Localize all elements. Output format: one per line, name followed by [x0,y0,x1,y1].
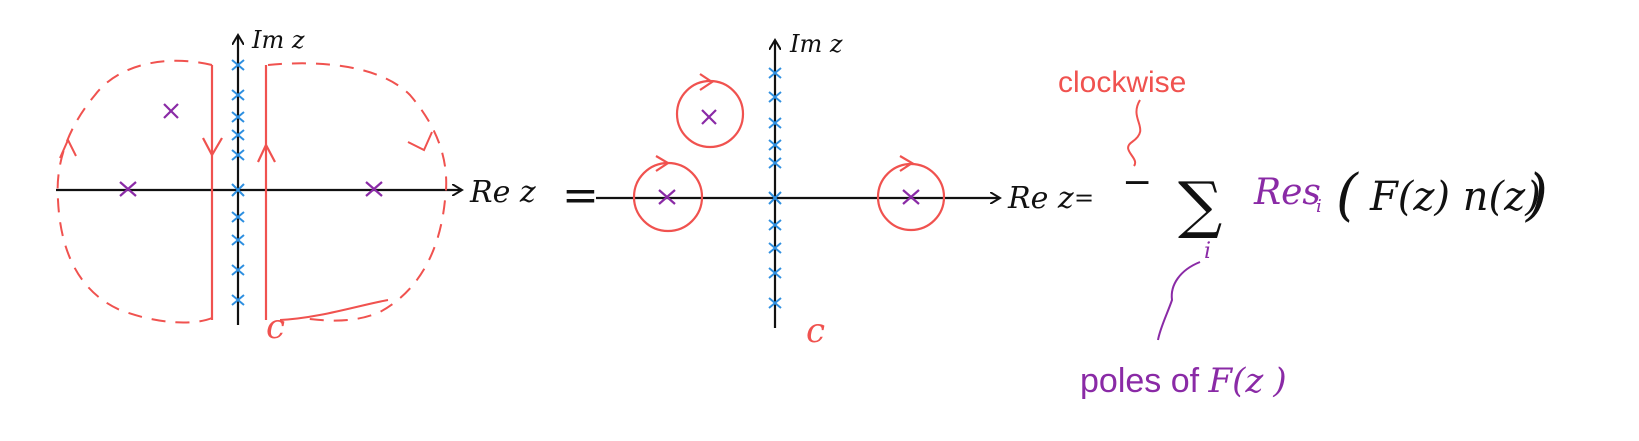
sum-symbol: ∑ [1178,168,1222,241]
middle-re-label: Re z [1007,181,1074,216]
left-dashed-big-contour [56,59,448,324]
sum-index: i [1204,239,1211,264]
f-pole-mark [902,189,920,205]
imag-pole-mark [231,294,245,306]
imag-pole-mark [231,59,245,71]
minus-sign: − [1122,162,1152,203]
left-panel: c Im z Re z [56,26,536,347]
left-re-label: Re z [469,175,536,210]
res-index: i [1316,196,1322,217]
left-f-poles [119,103,383,197]
imag-pole-mark [768,157,782,169]
imag-pole-mark [768,191,782,205]
poles-of-prefix: poles of [1080,362,1209,400]
open-paren: ( [1336,163,1359,228]
imag-pole-mark [768,267,782,279]
clockwise-pointer [1127,99,1142,167]
left-imag-poles [231,59,245,306]
res-label: Res [1253,172,1321,213]
imag-pole-mark [231,129,245,141]
middle-panel: c Im z Re z [596,30,1074,351]
f-pole-mark [119,181,137,197]
imag-pole-mark [231,111,245,123]
imag-pole-mark [231,211,245,223]
left-dashed-arrow-1 [59,137,77,159]
left-contour-label: c [266,307,285,347]
left-dashed-arrow-2 [407,131,433,152]
f-pole-mark [701,109,717,125]
middle-pole-circle-arrow-2 [655,155,671,172]
imag-pole-mark [231,264,245,276]
poles-of-close: ) [1272,361,1286,401]
imag-pole-mark [231,183,245,197]
equals-sign-2: = [1074,184,1094,212]
middle-f-poles [658,109,920,205]
imag-pole-mark [231,89,245,101]
middle-pole-circle-1 [675,79,745,149]
f-pole-mark [365,181,383,197]
imag-pole-mark [768,219,782,231]
res-argument: F(z) n(z) [1369,174,1541,220]
poles-pointer [1157,261,1201,341]
left-contour-down-arrow [202,137,223,158]
left-im-label: Im z [251,26,305,54]
clockwise-label: clockwise [1058,66,1186,99]
left-contour-up-arrow [257,142,276,163]
left-contour-label-pointer [279,299,389,321]
poles-of-label: poles of F(z) [1080,361,1287,401]
equals-sign-1: = [562,170,599,221]
middle-pole-circle-arrow-3 [899,155,915,172]
f-pole-mark [163,103,179,119]
imag-pole-mark [768,91,782,103]
middle-contour-label: c [806,311,825,351]
middle-pole-circle-arrow-1 [699,73,714,91]
f-pole-mark [658,189,676,205]
close-paren: ) [1525,163,1548,228]
poles-of-function: F(z [1208,361,1265,401]
imag-pole-mark [768,67,782,79]
imag-pole-mark [768,297,782,309]
imag-pole-mark [231,234,245,246]
right-panel: = clockwise − ∑ i Res i ( F(z) n(z) ) po… [1058,66,1548,401]
imag-pole-mark [768,242,782,254]
middle-im-label: Im z [789,30,843,58]
imag-pole-mark [768,117,782,129]
imag-pole-mark [231,149,245,161]
middle-imag-poles [768,67,782,309]
imag-pole-mark [768,139,782,151]
